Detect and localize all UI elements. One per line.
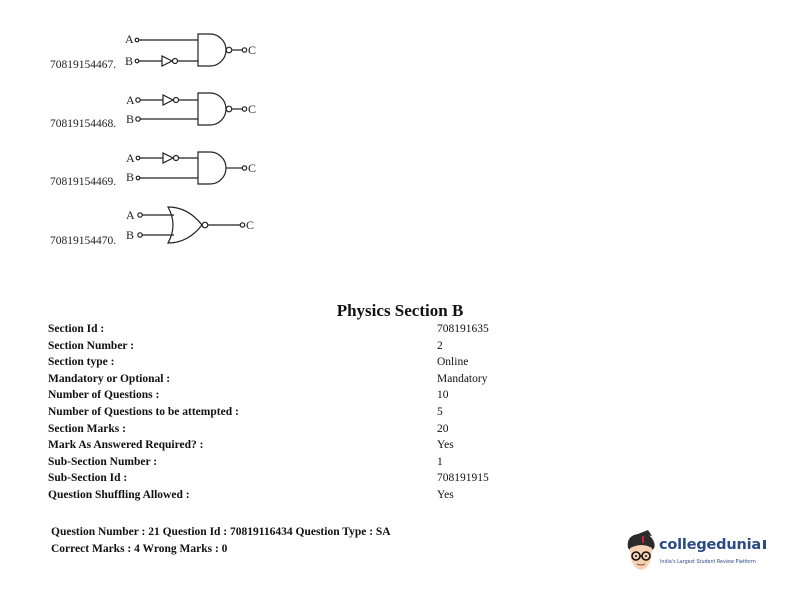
option-id: 70819154467. [50, 59, 117, 71]
shuffling-label: Question Shuffling Allowed : [48, 488, 190, 501]
num-questions-value: 10 [437, 389, 449, 402]
section-info-table: Section Id :708191635 Section Number :2 … [48, 323, 568, 506]
logo-tagline: India's Largest Student Review Platform [660, 560, 756, 565]
input-label-b: B [126, 228, 134, 242]
section-marks-value: 20 [437, 422, 449, 435]
info-row: Sub-Section Number : 1 [48, 456, 568, 473]
output-label-c: C [248, 43, 256, 57]
logo-wordmark: collegedunia [659, 537, 766, 553]
input-label-a: A [126, 151, 135, 165]
section-marks-label: Section Marks : [48, 422, 126, 435]
num-questions-label: Number of Questions : [48, 389, 160, 402]
section-title: Physics Section B [336, 301, 464, 320]
info-row: Question Shuffling Allowed : Yes [48, 489, 568, 506]
nand-bubble [225, 105, 233, 113]
output-label-c: C [248, 161, 256, 175]
section-type-label: Section type : [48, 356, 115, 369]
marks-info-line: Correct Marks : 4 Wrong Marks : 0 [51, 543, 228, 555]
shuffling-value: Yes [437, 488, 454, 501]
logic-gate-diagram: A B C [126, 206, 254, 244]
section-number-value: 2 [437, 339, 443, 352]
mascot-icon [627, 530, 655, 570]
and-gate-body [197, 151, 227, 185]
section-number-label: Section Number : [48, 339, 135, 352]
input-label-b: B [126, 112, 134, 126]
subsection-id-value: 708191915 [437, 472, 489, 485]
mandatory-label: Mandatory or Optional : [48, 372, 171, 385]
logic-gate-diagram: A B C [125, 32, 256, 68]
subsection-number-value: 1 [437, 455, 443, 468]
option-id: 70819154468. [50, 118, 117, 130]
info-row: Section type : Online [48, 356, 568, 373]
input-label-a: A [126, 208, 135, 222]
option-row: 70819154469. A B C [0, 146, 400, 202]
section-type-value: Online [437, 356, 469, 369]
info-row: Sub-Section Id : 708191915 [48, 472, 568, 489]
num-attempt-label: Number of Questions to be attempted : [48, 405, 239, 418]
not-gate [162, 152, 175, 164]
question-info-line: Question Number : 21 Question Id : 70819… [51, 526, 391, 538]
option-id: 70819154470. [50, 235, 117, 247]
option-row: 70819154467. A B C [0, 28, 400, 84]
subsection-id-label: Sub-Section Id : [48, 472, 128, 485]
section-id-value: 708191635 [437, 323, 489, 335]
input-label-a: A [125, 32, 134, 46]
option-id: 70819154469. [50, 176, 117, 188]
info-row: Number of Questions to be attempted : 5 [48, 406, 568, 423]
section-id-label: Section Id : [48, 323, 105, 335]
info-row: Section Number : 2 [48, 340, 568, 357]
collegedunia-logo: collegedunia India's Largest Student Rev… [622, 530, 772, 576]
logo-mark-icon [762, 540, 766, 549]
nand-bubble [225, 46, 233, 54]
nor-bubble [201, 221, 209, 229]
info-row: Section Marks : 20 [48, 423, 568, 440]
logic-gate-diagram: A B C [126, 92, 256, 126]
logic-gate-diagram: A B C [126, 151, 256, 185]
input-label-b: B [126, 170, 134, 184]
output-label-c: C [248, 102, 256, 116]
info-row: Mandatory or Optional : Mandatory [48, 373, 568, 390]
question-meta: Question Number : 21 Question Id : 70819… [51, 524, 391, 558]
not-gate [162, 94, 175, 106]
subsection-number-label: Sub-Section Number : [48, 455, 158, 468]
info-row: Section Id : 708191635 [48, 323, 568, 340]
input-label-b: B [125, 54, 133, 68]
mark-answered-label: Mark As Answered Required? : [48, 439, 204, 452]
output-label-c: C [246, 218, 254, 232]
num-attempt-value: 5 [437, 405, 443, 418]
option-row: 70819154470. A B C [0, 204, 400, 260]
input-label-a: A [126, 93, 135, 107]
info-row: Mark As Answered Required? : Yes [48, 439, 568, 456]
option-row: 70819154468. A B C [0, 88, 400, 144]
logo-name-text: collegedunia [659, 537, 761, 553]
not-gate [161, 55, 174, 67]
info-row: Number of Questions : 10 [48, 389, 568, 406]
and-gate-body [134, 33, 248, 67]
mark-answered-value: Yes [437, 439, 454, 452]
mandatory-value: Mandatory [437, 372, 488, 385]
or-gate-body [166, 206, 203, 244]
